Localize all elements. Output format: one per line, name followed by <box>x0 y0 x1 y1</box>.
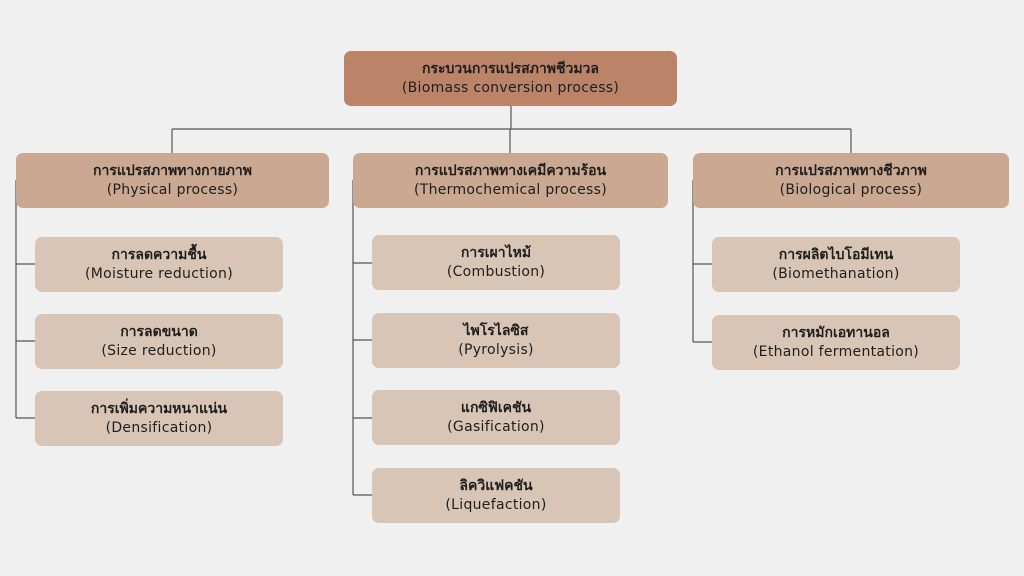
category-thermochemical-title-th: การแปรสภาพทางเคมีความร้อน <box>414 162 607 179</box>
category-biological: การแปรสภาพทางชีวภาพ (Biological process) <box>693 153 1009 208</box>
process-label-th: แกซิฟิเคชัน <box>460 399 532 416</box>
category-biological-title-th: การแปรสภาพทางชีวภาพ <box>775 162 927 179</box>
process-liquefaction: ลิควิแฟคชัน (Liquefaction) <box>372 468 620 523</box>
category-biological-title-en: (Biological process) <box>779 181 923 198</box>
process-moisture-reduction: การลดความชื้น (Moisture reduction) <box>35 237 283 292</box>
category-physical: การแปรสภาพทางกายภาพ (Physical process) <box>16 153 329 208</box>
process-label-en: (Combustion) <box>446 263 546 280</box>
process-pyrolysis: ไพโรไลซิส (Pyrolysis) <box>372 313 620 368</box>
root-node: กระบวนการแปรสภาพชีวมวล (Biomass conversi… <box>344 51 677 106</box>
process-label-th: การเพิ่มความหนาแน่น <box>90 400 228 417</box>
category-thermochemical: การแปรสภาพทางเคมีความร้อน (Thermochemica… <box>353 153 668 208</box>
process-label-en: (Size reduction) <box>101 342 217 359</box>
process-label-en: (Gasification) <box>447 418 545 435</box>
process-size-reduction: การลดขนาด (Size reduction) <box>35 314 283 369</box>
process-gasification: แกซิฟิเคชัน (Gasification) <box>372 390 620 445</box>
process-label-th: ลิควิแฟคชัน <box>459 477 533 494</box>
process-label-th: การลดขนาด <box>120 323 198 340</box>
process-label-th: การหมักเอทานอล <box>782 324 890 341</box>
process-label-th: ไพโรไลซิส <box>463 322 529 339</box>
process-label-en: (Moisture reduction) <box>85 265 233 282</box>
process-label-en: (Ethanol fermentation) <box>752 343 920 360</box>
root-title-th: กระบวนการแปรสภาพชีวมวล <box>421 60 600 77</box>
process-label-en: (Pyrolysis) <box>458 341 534 358</box>
category-thermochemical-title-en: (Thermochemical process) <box>413 181 607 198</box>
category-physical-title-th: การแปรสภาพทางกายภาพ <box>93 162 252 179</box>
process-label-en: (Densification) <box>105 419 213 436</box>
process-ethanol-fermentation: การหมักเอทานอล (Ethanol fermentation) <box>712 315 960 370</box>
process-label-th: การเผาไหม้ <box>460 244 532 261</box>
process-label-en: (Liquefaction) <box>445 496 547 513</box>
process-label-en: (Biomethanation) <box>772 265 900 282</box>
process-biomethanation: การผลิตไบโอมีเทน (Biomethanation) <box>712 237 960 292</box>
process-label-th: การผลิตไบโอมีเทน <box>778 246 894 263</box>
root-title-en: (Biomass conversion process) <box>401 79 620 96</box>
process-label-th: การลดความชื้น <box>111 246 207 263</box>
process-combustion: การเผาไหม้ (Combustion) <box>372 235 620 290</box>
category-physical-title-en: (Physical process) <box>106 181 239 198</box>
process-densification: การเพิ่มความหนาแน่น (Densification) <box>35 391 283 446</box>
